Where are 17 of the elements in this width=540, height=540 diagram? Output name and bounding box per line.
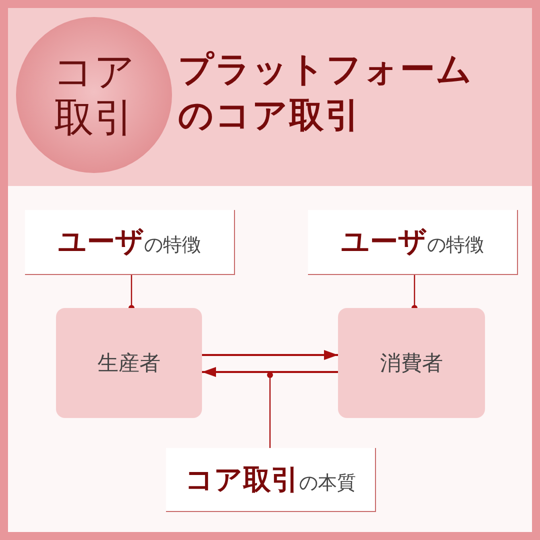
node-label: 生産者 xyxy=(98,350,160,377)
leader-line xyxy=(412,275,418,311)
arrow xyxy=(202,367,338,377)
node-label: ユーザの特徴 xyxy=(58,224,201,260)
actor-box xyxy=(56,308,202,418)
actor-box xyxy=(338,308,485,418)
node-label: 消費者 xyxy=(380,350,443,377)
node-label: コア取引の本質 xyxy=(185,462,356,498)
leader-line xyxy=(267,372,273,448)
label-card xyxy=(308,210,518,275)
node-label: コア取引 xyxy=(52,49,136,141)
leader-line xyxy=(128,275,134,311)
label-card xyxy=(166,448,376,512)
title: プラットフォームのコア取引 xyxy=(178,49,474,138)
arrow xyxy=(202,350,338,360)
node-label: ユーザの特徴 xyxy=(341,224,484,260)
label-card xyxy=(25,210,235,275)
